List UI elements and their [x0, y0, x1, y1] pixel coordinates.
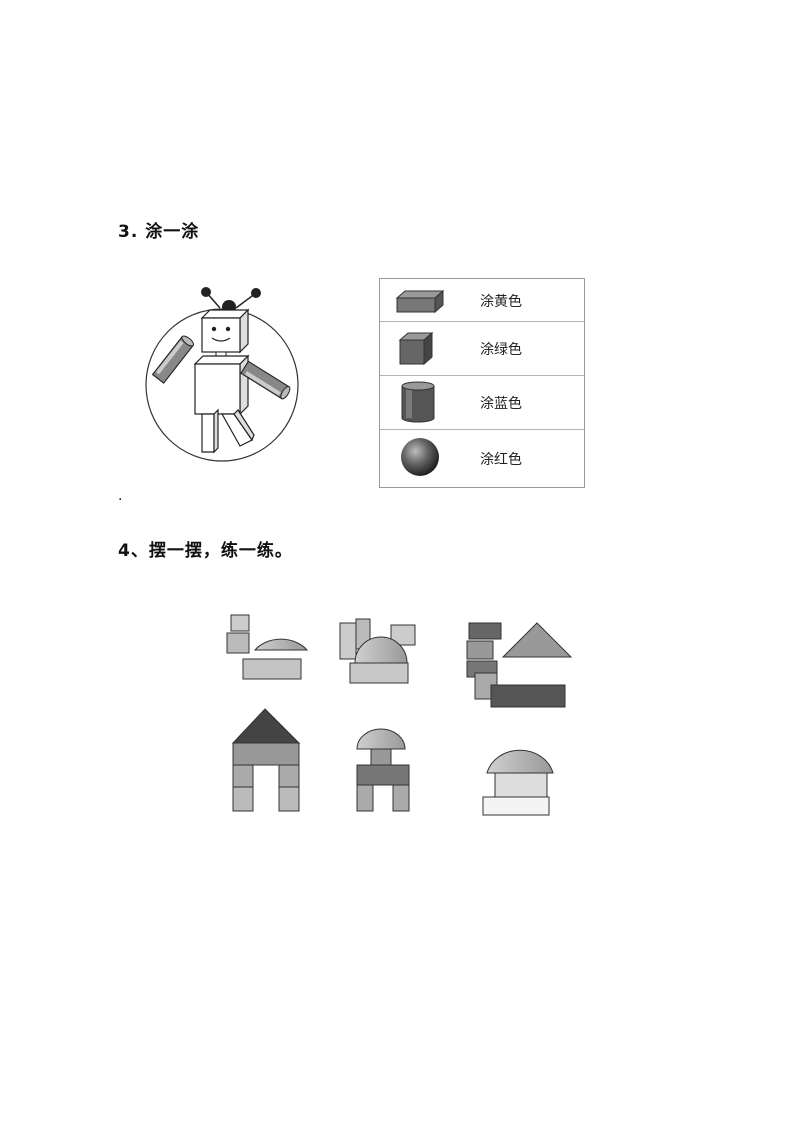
stray-mark: .: [118, 488, 123, 504]
legend-label-yellow: 涂黄色: [480, 294, 522, 310]
building-blocks-illustration: [226, 614, 573, 816]
cube-icon: [398, 331, 434, 366]
legend-label-green: 涂绿色: [480, 342, 522, 358]
question-3-title: 3. 涂一涂: [118, 222, 200, 242]
shape-color-legend: 涂黄色 涂绿色 涂蓝色: [379, 278, 585, 488]
sphere-icon: [401, 438, 439, 476]
legend-label-red: 涂红色: [480, 452, 522, 468]
legend-row-cylinder: 涂蓝色: [380, 375, 584, 430]
cylinder-icon: [401, 381, 435, 423]
question-4-title: 4、摆一摆，练一练。: [118, 541, 293, 561]
legend-row-cuboid: 涂黄色: [380, 279, 584, 322]
legend-row-sphere: 涂红色: [380, 429, 584, 487]
cuboid-icon: [395, 289, 445, 314]
legend-row-cube: 涂绿色: [380, 321, 584, 376]
robot-figure-illustration: [145, 287, 299, 462]
legend-label-blue: 涂蓝色: [480, 396, 522, 412]
